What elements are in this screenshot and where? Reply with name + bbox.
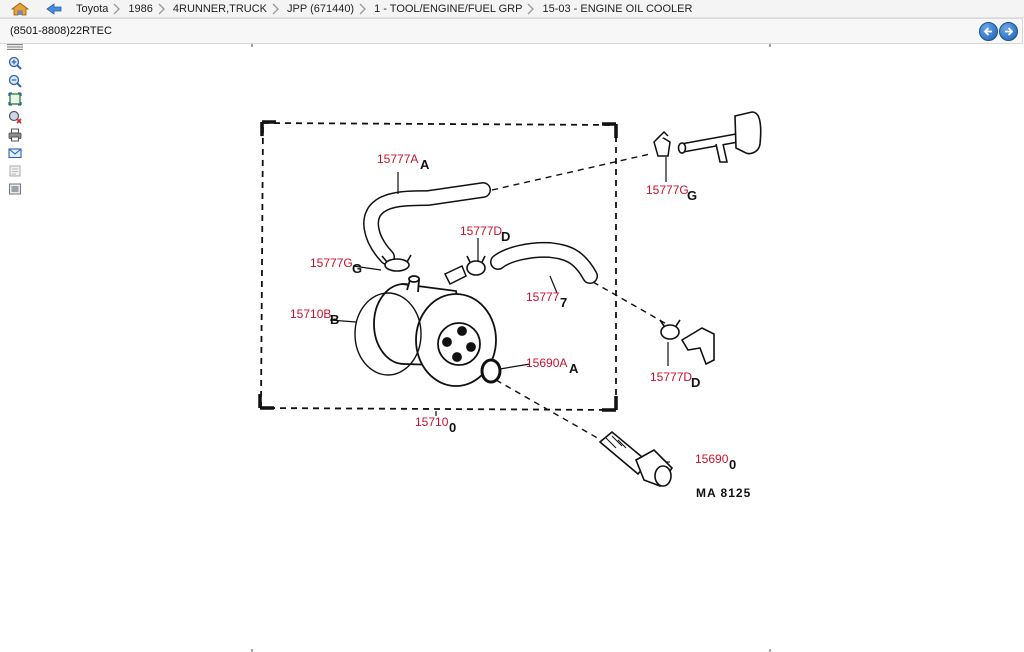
callout-15777G-left[interactable]: 15777G (310, 256, 353, 270)
breadcrumb-label[interactable]: 1986 (128, 2, 153, 15)
callout-suffix: D (691, 375, 701, 390)
callout-15710B[interactable]: 15710B (290, 307, 332, 321)
breadcrumb-item-group[interactable]: 1 - TOOL/ENGINE/FUEL GRP (354, 3, 522, 15)
callout-15777[interactable]: 15777 (526, 290, 560, 304)
clear-highlight-icon (8, 110, 22, 124)
callout-suffix: G (687, 188, 698, 203)
callout-15777G-upper[interactable]: 15777G (646, 183, 689, 197)
chevron-right-icon (158, 3, 165, 14)
breadcrumb-label[interactable]: 1 - TOOL/ENGINE/FUEL GRP (374, 2, 523, 15)
figure-code: MA 8125 (696, 486, 752, 500)
callout-15690A[interactable]: 15690A (526, 356, 568, 370)
breadcrumb: Toyota 1986 4RUNNER,TRUCK JPP (671440) 1… (0, 0, 1024, 18)
zoom-in-button[interactable] (7, 56, 23, 70)
clear-highlight-button[interactable] (7, 110, 23, 124)
page-header: (8501-8808)22RTEC (0, 18, 1023, 44)
email-icon (8, 148, 22, 159)
callout-15777A[interactable]: 15777A (377, 152, 419, 166)
callout-suffix: D (501, 229, 511, 244)
viewer-toolbar (5, 44, 25, 200)
chevron-right-icon (527, 3, 535, 14)
diagram-drawing (251, 44, 771, 652)
chevron-right-icon (113, 3, 121, 14)
breadcrumb-item-make[interactable]: Toyota (76, 3, 108, 15)
breadcrumb-item-catalog[interactable]: JPP (671440) (267, 3, 354, 15)
parts-diagram: 15777A A 15777G G 15777D D 15777G G 1577… (30, 44, 1024, 652)
breadcrumb-label[interactable]: 4RUNNER,TRUCK (172, 2, 268, 15)
breadcrumb-item-year[interactable]: 1986 (108, 2, 153, 15)
print-button[interactable] (7, 128, 23, 142)
callout-15690[interactable]: 15690 (695, 452, 729, 466)
callout-suffix: 7 (560, 295, 568, 310)
toolbar-grip[interactable] (7, 44, 23, 50)
zoom-in-icon (8, 56, 22, 70)
arrow-left-icon (983, 27, 992, 36)
breadcrumb-label[interactable]: 15-03 - ENGINE OIL COOLER (542, 2, 693, 15)
callout-suffix: 0 (449, 420, 457, 435)
page-icon (9, 165, 21, 177)
page-view-button[interactable] (7, 164, 23, 178)
previous-page-button[interactable] (979, 22, 998, 41)
print-icon (8, 128, 22, 142)
image-icon (9, 183, 21, 195)
callout-15777D-middle[interactable]: 15777D (460, 224, 503, 238)
callout-15710[interactable]: 15710 (415, 415, 449, 429)
next-page-button[interactable] (999, 22, 1018, 41)
breadcrumb-item-section[interactable]: 15-03 - ENGINE OIL COOLER (522, 3, 692, 15)
zoom-out-button[interactable] (7, 74, 23, 88)
page-title: (8501-8808)22RTEC (10, 25, 112, 37)
fit-page-button[interactable] (7, 92, 23, 106)
home-icon[interactable] (11, 2, 29, 16)
breadcrumb-item-model[interactable]: 4RUNNER,TRUCK (153, 3, 267, 15)
image-view-button[interactable] (7, 182, 23, 196)
back-arrow-icon[interactable] (46, 2, 62, 15)
fit-page-icon (8, 92, 22, 106)
arrow-right-icon (1005, 27, 1014, 36)
breadcrumb-label[interactable]: JPP (671440) (287, 2, 355, 15)
callout-suffix: A (569, 361, 579, 376)
zoom-out-icon (8, 74, 22, 88)
chevron-right-icon (272, 3, 279, 14)
callout-15777D-lower[interactable]: 15777D (650, 370, 693, 384)
grip-icon (7, 44, 23, 50)
email-button[interactable] (7, 146, 23, 160)
breadcrumb-label[interactable]: Toyota (76, 2, 109, 15)
callout-suffix: G (352, 261, 363, 276)
callout-suffix: 0 (729, 457, 737, 472)
callout-suffix: B (330, 312, 340, 327)
chevron-right-icon (359, 3, 367, 14)
callout-suffix: A (420, 157, 430, 172)
